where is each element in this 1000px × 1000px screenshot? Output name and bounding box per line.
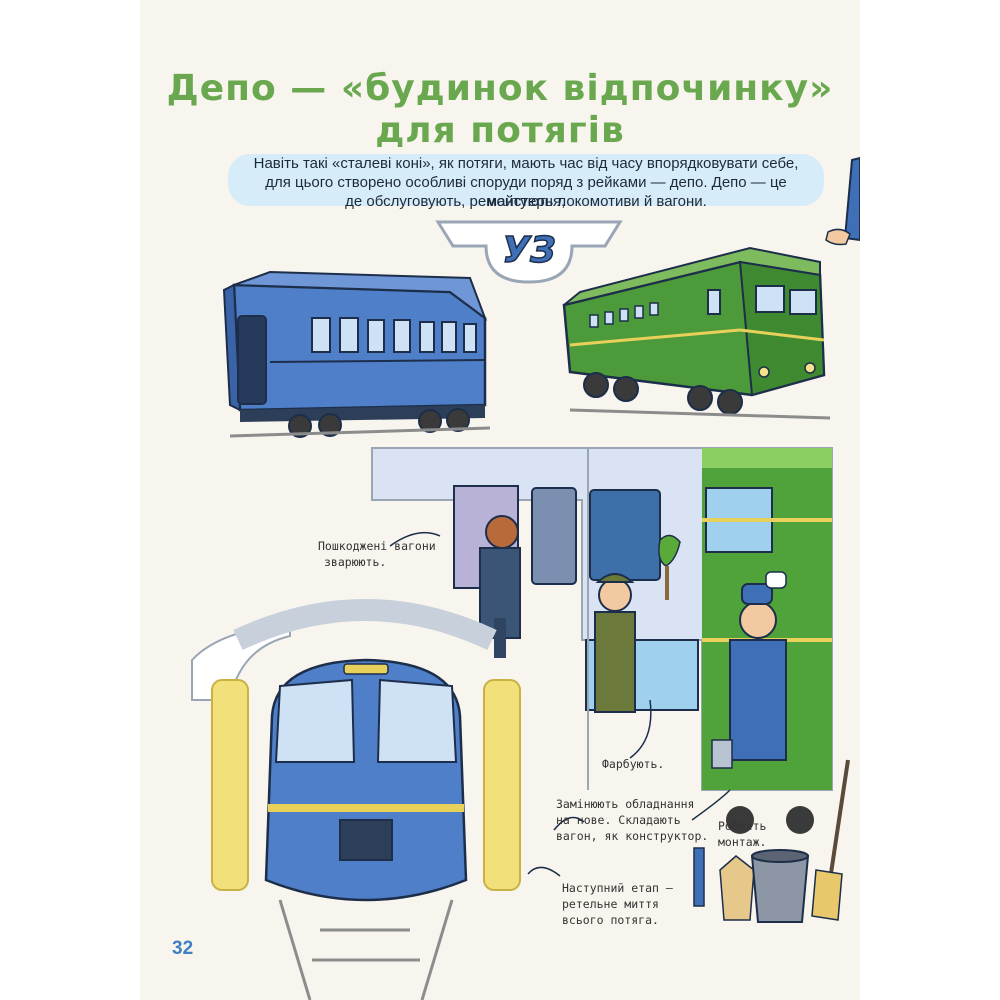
- note-wash-line-2: ретельне миття: [562, 897, 659, 911]
- painter-worker: [594, 534, 681, 713]
- note-welding: Пошкоджені вагони зварюють.: [318, 538, 436, 570]
- intro-line-3: де обслуговують, ремонтують локомотиви й…: [345, 193, 707, 210]
- cleaner-worker: [711, 571, 787, 769]
- note-mount: Роблять монтаж.: [718, 818, 766, 850]
- note-replace-line-2: на нове. Складають: [556, 813, 681, 827]
- note-painting-line-1: Фарбують.: [602, 757, 665, 771]
- page-title-line-2: для потягів: [375, 110, 625, 151]
- note-wash-line-1: Наступний етап –: [562, 881, 673, 895]
- green-locomotive: [562, 246, 831, 420]
- intro-line-1: Навіть такі «сталеві коні», як потяги, м…: [253, 155, 799, 172]
- note-wash: Наступний етап – ретельне миття всього п…: [562, 880, 673, 928]
- note-replace-line-1: Замінюють обладнання: [556, 797, 695, 811]
- welder-worker: [479, 515, 521, 658]
- uz-logo-text: УЗ: [502, 230, 555, 271]
- note-mount-line-2: монтаж.: [718, 835, 767, 849]
- note-painting: Фарбують.: [602, 756, 664, 772]
- page-title-line-1: Депо — «будинок відпочинку»: [166, 68, 834, 109]
- uz-logo: УЗ: [435, 220, 623, 284]
- note-welding-line-1: Пошкоджені вагони: [318, 539, 436, 553]
- note-replace-line-3: вагон, як конструктор.: [556, 829, 709, 843]
- intro-text-box: Навіть такі «сталеві коні», як потяги, м…: [228, 154, 824, 210]
- worker-hand: [825, 156, 860, 246]
- callout-lines: [389, 531, 731, 877]
- blue-carriage: [222, 270, 491, 438]
- intro-line-2: для цього створено особливі споруди поря…: [265, 174, 787, 210]
- note-mount-line-1: Роблять: [718, 819, 767, 833]
- note-welding-line-2: зварюють.: [324, 555, 387, 569]
- note-wash-line-3: всього потяга.: [562, 913, 659, 927]
- book-page: УЗ: [140, 0, 860, 1000]
- wash-station: [191, 599, 521, 891]
- illustration: УЗ: [191, 156, 860, 1000]
- page-number: 32: [172, 938, 194, 959]
- blue-train-front: [264, 658, 468, 1000]
- parts-tools: [693, 759, 850, 923]
- note-replace: Замінюють обладнання на нове. Складають …: [556, 796, 708, 844]
